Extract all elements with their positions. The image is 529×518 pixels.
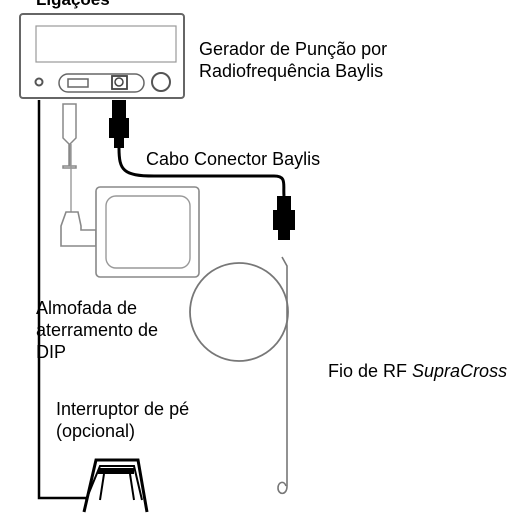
grounding-pad-icon [60,103,200,278]
footswitch-label: Interruptor de pé (opcional) [56,398,189,442]
generator-label-line-1: Gerador de Punção por [199,39,388,59]
rf-wire-label-prefix: Fio de RF [328,361,413,381]
rf-wire-label: Fio de RF SupraCross [328,360,507,382]
connector-cable-icon [109,100,295,240]
diagram-title: Ligações [36,0,110,10]
footswitch-icon [82,458,149,513]
grounding-pad-label: Almofada de aterramento de DIP [36,297,158,363]
grounding-pad-label-line-1: Almofada de [36,298,138,318]
grounding-pad-label-line-3: DIP [36,342,67,362]
connector-cable-label: Cabo Conector Baylis [146,149,321,169]
footswitch-cable-icon [37,100,86,500]
footswitch-label-line-1: Interruptor de pé [56,399,190,419]
rf-wire-coil-icon [189,256,289,495]
generator-label-line-2: Radiofrequência Baylis [199,61,384,81]
footswitch-label-line-2: (opcional) [56,421,136,441]
grounding-pad-label-line-2: aterramento de [36,320,159,340]
generator-label: Gerador de Punção por Radiofrequência Ba… [199,38,387,82]
rf-generator-icon [19,13,185,99]
rf-wire-label-name: SupraCross [412,361,508,381]
